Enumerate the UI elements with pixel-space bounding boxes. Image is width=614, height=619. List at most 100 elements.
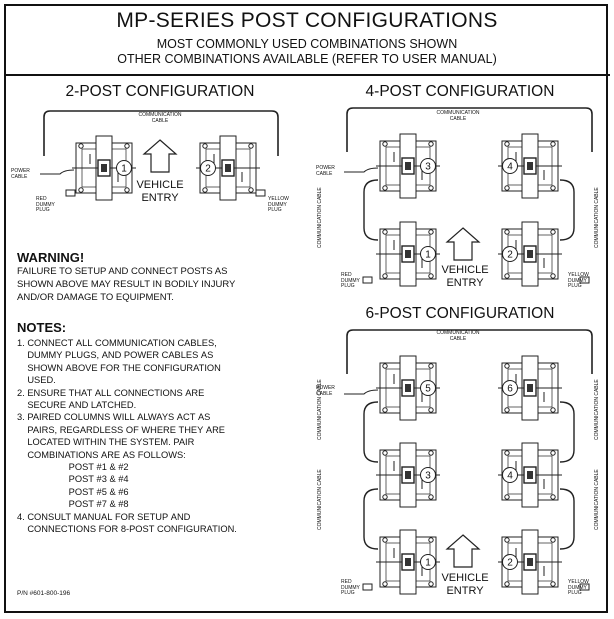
post-number-badge [420,246,436,262]
post-motor [405,384,411,392]
warning-line-2: SHOWN ABOVE MAY RESULT IN BODILY INJURY [17,279,236,290]
post-number: 1 [425,558,431,569]
post-motor [405,471,411,479]
post-motor [405,250,411,258]
post-foot [504,185,510,191]
post-foot [202,143,208,149]
post-foot [550,450,556,456]
communication-cable [346,107,593,152]
dummy-plug [362,276,373,284]
post-foot [428,494,434,500]
comm-cable-vert-right-4post: COMMUNICATION CABLE [594,187,600,248]
post-number: 1 [121,164,127,175]
post-number-badge [420,158,436,174]
warning-heading: WARNING! [17,250,85,265]
page-title: MP-SERIES POST CONFIGURATIONS [116,9,498,32]
post-foot [382,273,388,279]
post-number-badge [502,467,518,483]
post-foot [248,187,254,193]
note-line: 3. PAIRED COLUMNS WILL ALWAYS ACT AS [17,412,211,423]
post-foot [504,407,510,413]
post-number-badge [502,158,518,174]
post-motor [527,471,533,479]
post-foot [78,143,84,149]
communication-cable-side [559,179,575,241]
post-foot [382,141,388,147]
post-foot [504,581,510,587]
communication-cable [43,110,279,156]
post-number-badge [502,380,518,396]
post-motor [225,164,231,172]
post-foot [124,143,130,149]
note-line: SECURE AND LATCHED. [17,400,137,411]
post-foot [504,141,510,147]
post-motor [405,162,411,170]
four-post-title: 4-POST CONFIGURATION [365,83,555,100]
vehicle-entry-arrow [445,534,481,568]
note-line: 1. CONNECT ALL COMMUNICATION CABLES, [17,338,217,348]
note-line: POST #1 & #2 [17,462,129,473]
post-motor [527,250,533,258]
post-foot [428,363,434,369]
post-foot [428,229,434,235]
post-number-badge [502,246,518,262]
post-foot [382,537,388,543]
comm-cable-vert-right-b-6post: COMMUNICATION CABLE [594,469,600,530]
post-foot [202,187,208,193]
post-foot [504,229,510,235]
post-foot [248,143,254,149]
note-line: DUMMY PLUGS, AND POWER CABLES AS [17,350,214,361]
post-number: 1 [425,250,431,261]
post-number-badge [200,160,216,176]
post-foot [382,363,388,369]
comm-cable-vert-left-b-6post: COMMUNICATION CABLE [317,469,323,530]
post-foot [550,229,556,235]
note-line: LOCATED WITHIN THE SYSTEM. PAIR [17,437,195,448]
post-foot [504,494,510,500]
note-line: 2. ENSURE THAT ALL CONNECTIONS ARE [17,387,205,398]
note-line: POST #3 & #4 [17,474,129,485]
post-foot [382,407,388,413]
post-foot [382,581,388,587]
post-foot [428,450,434,456]
post-number: 4 [507,471,513,482]
vehicle-entry-arrow [142,139,178,173]
part-number: P/N #601-800-196 [17,590,71,597]
vehicle-entry-arrow [445,227,481,261]
subtitle-line-2: OTHER COMBINATIONS AVAILABLE (REFER TO U… [117,52,497,66]
post-foot [550,273,556,279]
communication-cable-side [363,401,379,463]
post-foot [504,450,510,456]
post-foot [428,407,434,413]
post-foot [504,363,510,369]
post-foot [124,187,130,193]
post-number: 4 [507,162,513,173]
page-frame [4,4,608,613]
post-foot [428,581,434,587]
post-number-badge [420,467,436,483]
communication-cable-side [559,488,575,550]
note-line: 4. CONSULT MANUAL FOR SETUP AND [17,511,191,522]
post-number-badge [502,554,518,570]
post-number: 3 [425,162,431,173]
post-number: 2 [507,558,513,569]
comm-cable-vert-right-a-6post: COMMUNICATION CABLE [594,379,600,440]
communication-cable [346,329,593,374]
post-foot [504,537,510,543]
post-number: 3 [425,471,431,482]
post-foot [78,187,84,193]
power-cable [344,389,379,395]
post-number: 5 [425,384,431,395]
post-number: 2 [205,164,211,175]
note-line: USED. [17,375,56,386]
note-line: CONNECTIONS FOR 8-POST CONFIGURATION. [17,524,237,535]
communication-cable-side [363,488,379,550]
note-line: SHOWN ABOVE FOR THE CONFIGURATION [17,362,221,373]
